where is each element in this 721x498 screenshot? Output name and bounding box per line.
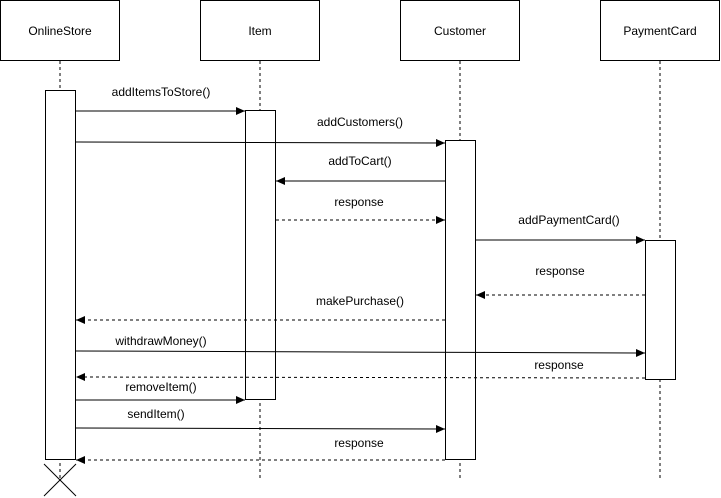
messages: addItemsToStore() addCustomers() addToCa… — [75, 85, 646, 464]
participant-item[interactable]: Item — [200, 0, 320, 61]
participant-label: OnlineStore — [28, 24, 92, 38]
message-arrow — [75, 138, 446, 147]
message-response-2[interactable]: response — [476, 264, 645, 299]
message-label: response — [334, 436, 384, 450]
message-add-payment-card[interactable]: addPaymentCard() — [476, 213, 645, 244]
message-arrow — [75, 424, 446, 433]
message-response-3[interactable]: response — [75, 358, 646, 382]
participant-paymentcard[interactable]: PaymentCard — [600, 0, 720, 61]
message-make-purchase[interactable]: makePurchase() — [76, 294, 445, 324]
participant-label: PaymentCard — [623, 24, 696, 38]
participants: OnlineStore Item Customer PaymentCard — [0, 0, 720, 61]
message-add-items-to-store[interactable]: addItemsToStore() — [76, 85, 245, 115]
message-label: addToCart() — [328, 154, 391, 168]
message-label: addPaymentCard() — [518, 213, 619, 227]
activation-bar-onlinestore[interactable] — [45, 90, 76, 460]
message-label: response — [334, 195, 384, 209]
activation-bar-customer[interactable] — [445, 140, 476, 460]
message-send-item[interactable]: sendItem() — [75, 407, 446, 433]
activation-bar-paymentcard[interactable] — [645, 240, 676, 380]
participant-box — [400, 0, 520, 61]
message-label: removeItem() — [125, 380, 196, 394]
participant-label: Customer — [434, 24, 486, 38]
message-remove-item[interactable]: removeItem() — [76, 380, 245, 404]
message-response-4[interactable]: response — [76, 436, 445, 464]
message-label: response — [535, 264, 585, 278]
participant-label: Item — [248, 24, 271, 38]
message-label: addCustomers() — [317, 115, 403, 129]
message-arrow — [75, 348, 646, 357]
activation-bar-item[interactable] — [245, 110, 276, 400]
message-label: makePurchase() — [316, 294, 404, 308]
participant-box — [200, 0, 320, 61]
message-arrow — [75, 373, 646, 382]
message-withdraw-money[interactable]: withdrawMoney() — [75, 334, 646, 357]
message-response-1[interactable]: response — [276, 195, 445, 224]
participant-customer[interactable]: Customer — [400, 0, 520, 61]
destroy-x-onlinestore — [43, 463, 77, 497]
message-add-to-cart[interactable]: addToCart() — [276, 154, 445, 185]
participant-box — [600, 0, 720, 61]
message-label: addItemsToStore() — [112, 85, 211, 99]
message-label: sendItem() — [127, 407, 184, 421]
destroy-x-stroke — [43, 463, 77, 497]
message-add-customers[interactable]: addCustomers() — [75, 115, 446, 147]
participant-onlinestore[interactable]: OnlineStore — [0, 0, 120, 61]
participant-box — [0, 0, 120, 61]
message-label: withdrawMoney() — [114, 334, 206, 348]
message-label: response — [534, 358, 584, 372]
